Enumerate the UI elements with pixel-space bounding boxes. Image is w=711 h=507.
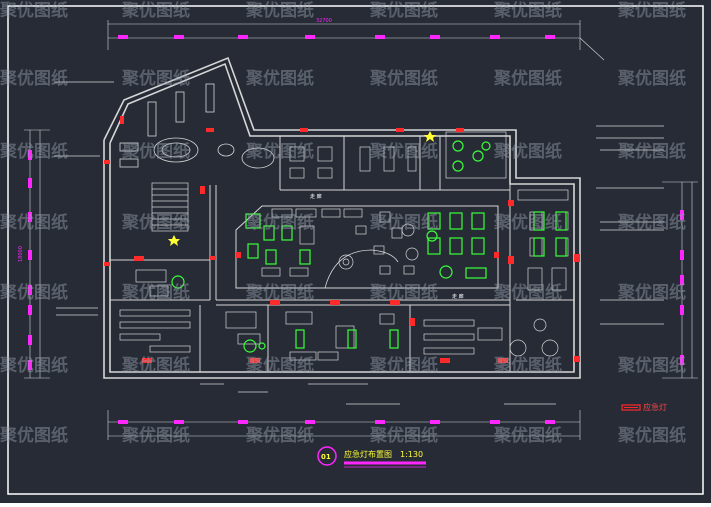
legend: 应急灯: [621, 402, 667, 412]
interior-walls: [110, 136, 574, 372]
hall-curve: [324, 249, 399, 289]
watermark-text: 聚优图纸: [245, 141, 314, 162]
drawing-title: 应急灯布置图: [344, 449, 392, 459]
watermark-text: 聚优图纸: [121, 212, 190, 233]
curved-room-furniture: [119, 83, 275, 169]
watermark-text: 聚优图纸: [369, 0, 438, 21]
watermark-text: 聚优图纸: [0, 0, 68, 21]
annotation-leaders: [54, 81, 664, 405]
watermark-text: 聚优图纸: [245, 212, 314, 233]
watermark-text: 聚优图纸: [121, 141, 190, 162]
top-dimension-line: [107, 20, 605, 61]
watermark-text: 聚优图纸: [617, 68, 686, 89]
watermark-text: 聚优图纸: [369, 425, 438, 446]
legend-label: 应急灯: [643, 402, 667, 412]
watermark-text: 聚优图纸: [245, 68, 314, 89]
watermark-text: 聚优图纸: [121, 68, 190, 89]
watermark-text: 聚优图纸: [0, 68, 68, 89]
vertical-dimension-label: 18000: [18, 246, 24, 262]
watermark-text: 聚优图纸: [617, 282, 686, 303]
watermark-text: 聚优图纸: [121, 425, 190, 446]
watermark-text: 聚优图纸: [617, 425, 686, 446]
watermark-text: 聚优图纸: [245, 355, 314, 376]
drawing-scale: 1:130: [400, 450, 423, 459]
top-dimension-ticks: [118, 35, 555, 39]
watermark-text: 聚优图纸: [121, 355, 190, 376]
green-equipment: [171, 140, 567, 353]
bottom-dimension-line: [107, 410, 581, 440]
watermark-text: 聚优图纸: [0, 212, 68, 233]
watermark-text: 聚优图纸: [245, 425, 314, 446]
sheet-border: [7, 5, 704, 495]
watermark-text: 聚优图纸: [493, 282, 562, 303]
watermark-text: 聚优图纸: [493, 355, 562, 376]
overall-dimension-label: 32700: [316, 18, 332, 24]
watermark-text: 聚优图纸: [493, 425, 562, 446]
bottom-dimension-ticks: [118, 420, 555, 424]
title-mark: 01: [321, 453, 331, 461]
watermark-text: 聚优图纸: [617, 141, 686, 162]
watermark-text: 聚优图纸: [369, 212, 438, 233]
watermark-text: 聚优图纸: [121, 282, 190, 303]
watermark-text: 聚优图纸: [369, 141, 438, 162]
title-mark-circle: [317, 446, 337, 466]
watermark-layer: 聚优图纸聚优图纸聚优图纸聚优图纸聚优图纸聚优图纸聚优图纸聚优图纸聚优图纸聚优图纸…: [0, 0, 686, 446]
watermark-text: 聚优图纸: [245, 0, 314, 21]
watermark-text: 聚优图纸: [617, 0, 686, 21]
left-dimension-ticks: [28, 150, 32, 370]
watermark-text: 聚优图纸: [0, 425, 68, 446]
staircase: [151, 182, 189, 232]
yellow-markers: [168, 131, 436, 246]
watermark-text: 聚优图纸: [493, 212, 562, 233]
watermark-text: 聚优图纸: [0, 141, 68, 162]
watermark-text: 聚优图纸: [0, 282, 68, 303]
watermark-text: 聚优图纸: [493, 0, 562, 21]
watermark-text: 聚优图纸: [121, 0, 190, 21]
watermark-text: 聚优图纸: [617, 212, 686, 233]
watermark-text: 聚优图纸: [245, 282, 314, 303]
main-hall-outline: [235, 205, 499, 289]
watermark-text: 聚优图纸: [493, 141, 562, 162]
watermark-text: 聚优图纸: [369, 68, 438, 89]
watermark-text: 聚优图纸: [617, 355, 686, 376]
emergency-lights: [104, 116, 580, 363]
watermark-text: 聚优图纸: [493, 68, 562, 89]
watermark-text: 聚优图纸: [369, 282, 438, 303]
corridor-label-top: 走 廊: [310, 193, 322, 200]
legend-symbol: [621, 404, 641, 411]
hall-furniture: [261, 208, 419, 277]
title-block: 01 应急灯布置图 1:130: [317, 446, 426, 468]
watermark-text: 聚优图纸: [369, 355, 438, 376]
corridor-label-bottom: 走 廊: [452, 293, 464, 300]
building-outer-walls: [103, 56, 581, 379]
watermark-text: 聚优图纸: [0, 355, 68, 376]
right-dimension-ticks: [680, 210, 684, 365]
